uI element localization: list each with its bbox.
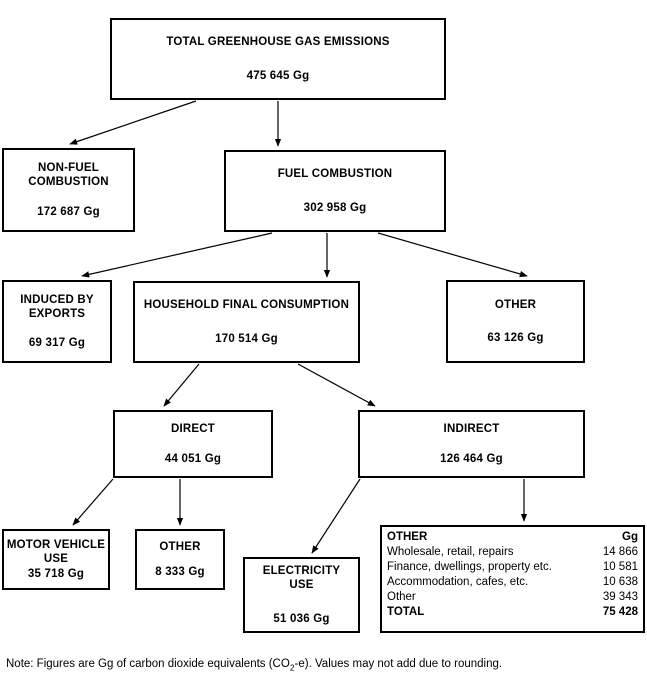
node-value: 475 645 Gg <box>246 69 310 82</box>
node-fuel-combustion[interactable]: FUEL COMBUSTION 302 958 Gg <box>224 150 446 232</box>
node-title: MOTOR VEHICLE USE <box>6 538 106 565</box>
node-title: NON-FUEL COMBUSTION <box>28 162 109 189</box>
edge-indirect-to-electricity <box>311 478 361 554</box>
edge-fuel-to-induced <box>81 232 273 278</box>
row-value: 39 343 <box>602 590 638 603</box>
table-row: Wholesale, retail, repairs 14 866 <box>387 545 638 560</box>
node-value: 8 333 Gg <box>155 566 205 578</box>
node-electricity-use[interactable]: ELECTRICITY USE 51 036 Gg <box>243 557 360 633</box>
node-total-greenhouse-gas-emissions[interactable]: TOTAL GREENHOUSE GAS EMISSIONS 475 645 G… <box>110 18 446 100</box>
node-other-fuel-combustion[interactable]: OTHER 63 126 Gg <box>446 280 585 363</box>
node-value: 126 464 Gg <box>440 452 503 465</box>
node-title: TOTAL GREENHOUSE GAS EMISSIONS <box>166 36 390 49</box>
footnote-part2: -e). Values may not add due to rounding. <box>294 658 503 670</box>
node-title: OTHER <box>159 540 201 553</box>
table-total-row: TOTAL 75 428 <box>387 605 638 620</box>
table-header-unit: Gg <box>622 531 638 543</box>
row-value: 14 866 <box>602 545 638 558</box>
table-header-label: OTHER <box>387 531 428 543</box>
row-label: Finance, dwellings, property etc. <box>387 560 552 573</box>
node-direct[interactable]: DIRECT 44 051 Gg <box>113 410 273 478</box>
node-motor-vehicle-use[interactable]: MOTOR VEHICLE USE 35 718 Gg <box>2 529 110 590</box>
node-other-indirect-table[interactable]: OTHER Gg Wholesale, retail, repairs 14 8… <box>380 525 645 633</box>
edge-direct-to-motorvehicle <box>72 478 114 526</box>
node-indirect[interactable]: INDIRECT 126 464 Gg <box>358 410 585 478</box>
node-value: 172 687 Gg <box>37 205 100 218</box>
total-value: 75 428 <box>602 605 638 618</box>
edge-fuel-to-otherfuel <box>377 232 528 278</box>
table-row: Other 39 343 <box>387 590 638 605</box>
node-value: 51 036 Gg <box>273 612 330 625</box>
node-induced-by-exports[interactable]: INDUCED BY EXPORTS 69 317 Gg <box>2 280 112 363</box>
row-value: 10 638 <box>602 575 638 588</box>
node-value: 35 718 Gg <box>27 568 85 580</box>
node-value: 170 514 Gg <box>215 332 278 345</box>
node-value: 302 958 Gg <box>303 201 367 214</box>
node-other-direct[interactable]: OTHER 8 333 Gg <box>135 529 225 590</box>
table-header-row: OTHER Gg <box>387 530 638 545</box>
node-household-final-consumption[interactable]: HOUSEHOLD FINAL CONSUMPTION 170 514 Gg <box>133 281 360 363</box>
table-row: Finance, dwellings, property etc. 10 581 <box>387 560 638 575</box>
node-value: 69 317 Gg <box>28 337 86 349</box>
node-title: OTHER <box>494 298 537 311</box>
total-label: TOTAL <box>387 605 425 618</box>
row-label: Accommodation, cafes, etc. <box>387 575 529 588</box>
node-non-fuel-combustion[interactable]: NON-FUEL COMBUSTION 172 687 Gg <box>2 148 135 232</box>
footnote-subscript: 2 <box>289 662 295 673</box>
edge-total-to-nonfuel <box>69 100 197 145</box>
node-value: 63 126 Gg <box>487 332 544 344</box>
node-title: ELECTRICITY USE <box>262 565 341 592</box>
edge-household-to-direct <box>163 363 200 407</box>
row-value: 10 581 <box>602 560 638 573</box>
other-breakdown-table: OTHER Gg Wholesale, retail, repairs 14 8… <box>387 530 638 620</box>
node-title: FUEL COMBUSTION <box>277 168 393 181</box>
footnote-part1: Note: Figures are Gg of carbon dioxide e… <box>6 658 290 670</box>
footnote-note: Note: Figures are Gg of carbon dioxide e… <box>6 658 502 672</box>
row-label: Wholesale, retail, repairs <box>387 545 514 558</box>
node-title: DIRECT <box>170 423 215 436</box>
edge-household-to-indirect <box>297 363 376 407</box>
node-value: 44 051 Gg <box>164 452 222 465</box>
node-title: HOUSEHOLD FINAL CONSUMPTION <box>143 299 350 312</box>
node-title: INDUCED BY EXPORTS <box>20 293 94 320</box>
row-label: Other <box>387 590 416 603</box>
table-row: Accommodation, cafes, etc. 10 638 <box>387 575 638 590</box>
node-title: INDIRECT <box>443 423 500 436</box>
